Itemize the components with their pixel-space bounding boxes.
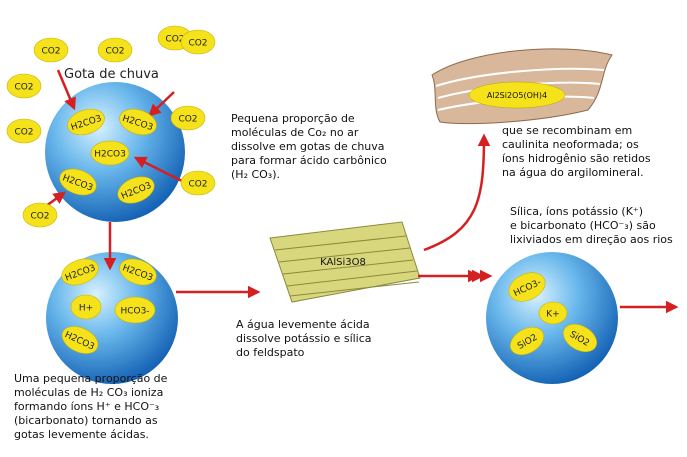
feldspar-caption: A água levemente ácida dissolve potássio… <box>236 318 436 360</box>
kaolinite-caption: que se recombinam em caulinita neoformad… <box>502 124 682 180</box>
ionize-caption-line: Uma pequena proporção de <box>14 372 168 385</box>
kaolinite-block <box>431 48 613 124</box>
bicarbonate-ion: HCO3- <box>114 296 156 324</box>
h2co3-molecule-label: H2CO3 <box>94 150 126 160</box>
silica-molecule: SiO2 <box>562 323 598 353</box>
kaolinite-caption-line: na água do argilomineral. <box>502 166 644 179</box>
bicarbonate-ion-label: HCO3- <box>120 307 149 317</box>
h2co3-molecule: H2CO3 <box>119 108 157 136</box>
rain-caption-line: (H₂ CO₃). <box>231 168 281 181</box>
ionize-caption-line: gotas levemente ácidas. <box>14 428 149 441</box>
kaolinite-caption-line: caulinita neoformada; os <box>502 138 639 151</box>
bicarbonate-ion: HCO3- <box>508 272 546 302</box>
ionize-caption: Uma pequena proporção de moléculas de H₂… <box>14 372 234 442</box>
feldspar-caption-line: dissolve potássio e sílica <box>236 332 372 345</box>
feldspar-rock <box>269 221 421 303</box>
kaolinite-formula: Al2Si2O5(OH)4 <box>487 91 547 100</box>
feldspar-caption-line: do feldspato <box>236 346 305 359</box>
h2co3-molecule: H2CO3 <box>61 326 99 354</box>
co2-molecule: CO2 <box>22 202 58 228</box>
h2co3-molecule: H2CO3 <box>67 108 105 136</box>
ionize-caption-line: (bicarbonato) tornando as <box>14 414 158 427</box>
kaolinite-caption-line: íons hidrogênio são retidos <box>502 152 651 165</box>
rain-caption-line: moléculas de Co₂ no ar <box>231 126 359 139</box>
rain-caption-line: para formar ácido carbônico <box>231 154 387 167</box>
co2-molecule-label: CO2 <box>105 47 124 57</box>
potassium-ion: K+ <box>538 301 568 325</box>
co2-molecule-label: CO2 <box>165 35 184 45</box>
kaolinite-caption-line: que se recombinam em <box>502 124 633 137</box>
co2-molecule: CO2 <box>6 73 42 99</box>
co2-molecule: CO2 <box>170 105 206 131</box>
leach-caption: Sílica, íons potássio (K⁺) e bicarbonato… <box>510 205 685 247</box>
hydrogen-ion-label: H+ <box>79 304 93 314</box>
leach-caption-line: Sílica, íons potássio (K⁺) <box>510 205 644 218</box>
feldspar-caption-line: A água levemente ácida <box>236 318 370 331</box>
co2-molecule: CO2 <box>97 37 133 63</box>
ionize-caption-line: formando íons H⁺ e HCO⁻₃ <box>14 400 160 413</box>
co2-molecule: CO2 <box>6 118 42 144</box>
hydrogen-ion: H+ <box>70 294 102 320</box>
rain-caption: Pequena proporção de moléculas de Co₂ no… <box>231 112 441 182</box>
h2co3-molecule: H2CO3 <box>119 258 157 286</box>
h2co3-molecule: H2CO3 <box>59 168 97 196</box>
co2-molecule-label: CO2 <box>14 83 33 93</box>
co2-molecule: CO2 <box>180 170 216 196</box>
rain-caption-line: dissolve em gotas de chuva <box>231 140 385 153</box>
feldspar-formula: KAlSi3O8 <box>320 257 366 268</box>
rain-caption-line: Pequena proporção de <box>231 112 355 125</box>
co2-molecule-label: CO2 <box>188 39 207 49</box>
co2-molecule-label: CO2 <box>41 47 60 57</box>
co2-molecule: CO2 <box>180 29 216 55</box>
co2-molecule-label: CO2 <box>188 180 207 190</box>
leach-caption-line: lixiviados em direção aos rios <box>510 233 673 246</box>
potassium-ion-label: K+ <box>546 310 559 320</box>
h2co3-molecule: H2CO3 <box>90 140 130 166</box>
silica-molecule: SiO2 <box>509 326 545 356</box>
co2-molecule: CO2 <box>33 37 69 63</box>
ionize-caption-line: moléculas de H₂ CO₃ ioniza <box>14 386 164 399</box>
co2-molecule-label: CO2 <box>30 212 49 222</box>
co2-molecule-label: CO2 <box>178 115 197 125</box>
leach-caption-line: e bicarbonato (HCO⁻₃) são <box>510 219 656 232</box>
raindrop-label: Gota de chuva <box>64 67 159 82</box>
h2co3-molecule: H2CO3 <box>117 176 155 204</box>
co2-molecule-label: CO2 <box>14 128 33 138</box>
h2co3-molecule: H2CO3 <box>61 258 99 286</box>
